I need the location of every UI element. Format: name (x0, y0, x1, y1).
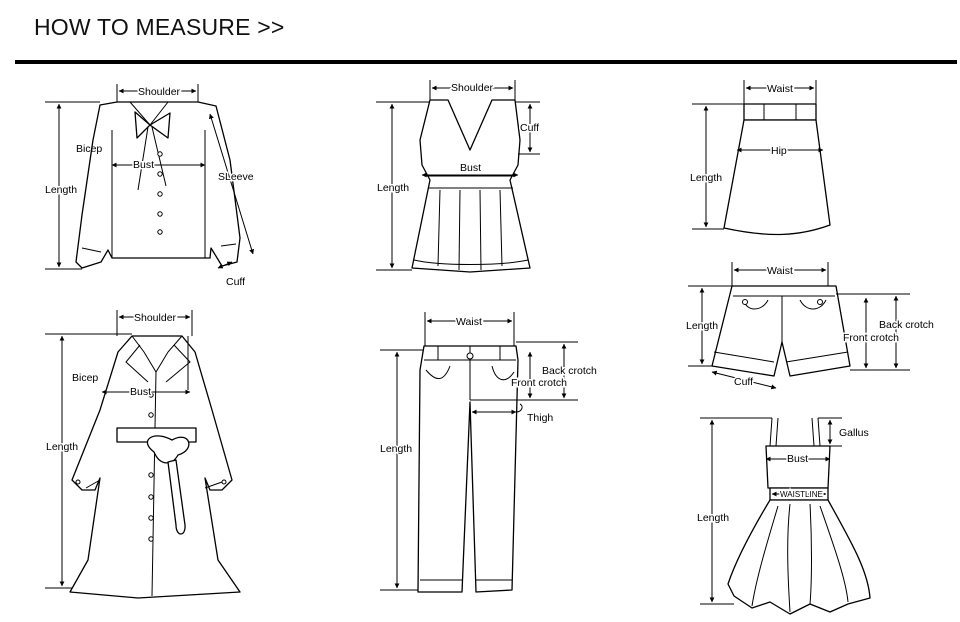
dress-gallus-label: Gallus (839, 427, 869, 439)
dress-measure-lines (700, 417, 842, 605)
pants-waist-label: Waist (456, 316, 482, 328)
shorts-cuff-label: Cuff (734, 376, 753, 388)
shirt-bicep-label: Bicep (76, 143, 102, 155)
shorts-front-crotch-label: Front crotch (843, 332, 899, 344)
vest-shoulder-label: Shoulder (451, 82, 494, 94)
vest-measure-lines (376, 80, 540, 271)
vest-length-label: Length (377, 182, 409, 194)
pants-back-crotch-label: Back crotch (542, 365, 597, 377)
skirt-measure-lines (692, 80, 824, 230)
coat-length-label: Length (46, 441, 78, 453)
shorts-waist-label: Waist (767, 265, 793, 277)
shirt-cuff-label: Cuff (226, 276, 245, 288)
shirt-figure (75, 101, 241, 269)
skirt-figure (723, 103, 831, 236)
shirt-shoulder-label: Shoulder (138, 86, 181, 98)
pants-length-label: Length (380, 443, 412, 455)
dress-waistline-label: WAISTLINE (780, 490, 823, 499)
shirt-bust-label: Bust (133, 159, 154, 171)
skirt-waist-label: Waist (767, 83, 793, 95)
shorts-length-label: Length (686, 320, 718, 332)
dress-length-label: Length (697, 512, 729, 524)
shorts-back-crotch-label: Back crotch (879, 319, 934, 331)
coat-figure (69, 335, 241, 599)
dress-figure (727, 417, 871, 615)
coat-bust-label: Bust (130, 386, 151, 398)
coat-bicep-label: Bicep (72, 372, 98, 384)
shorts-measure-lines (688, 262, 910, 390)
pants-measure-lines (380, 312, 578, 591)
skirt-hip-label: Hip (771, 145, 787, 157)
shirt-sleeve-label: SLeeve (218, 171, 254, 183)
pants-front-crotch-label: Front crotch (511, 377, 567, 389)
shirt-measure-lines (45, 84, 255, 270)
pants-figure (417, 345, 519, 593)
shirt-length-label: Length (45, 184, 77, 196)
dress-bust-label: Bust (787, 453, 808, 465)
header-divider (15, 60, 957, 64)
coat-shoulder-label: Shoulder (134, 312, 177, 324)
vest-bust-label: Bust (460, 162, 481, 174)
shorts-figure (711, 285, 851, 377)
pants-thigh-label: Thigh (527, 412, 553, 424)
vest-figure (411, 99, 531, 273)
page-title: HOW TO MEASURE >> (34, 14, 285, 40)
vest-cuff-label: Cuff (520, 122, 539, 134)
coat-measure-lines (45, 310, 193, 589)
skirt-length-label: Length (690, 172, 722, 184)
